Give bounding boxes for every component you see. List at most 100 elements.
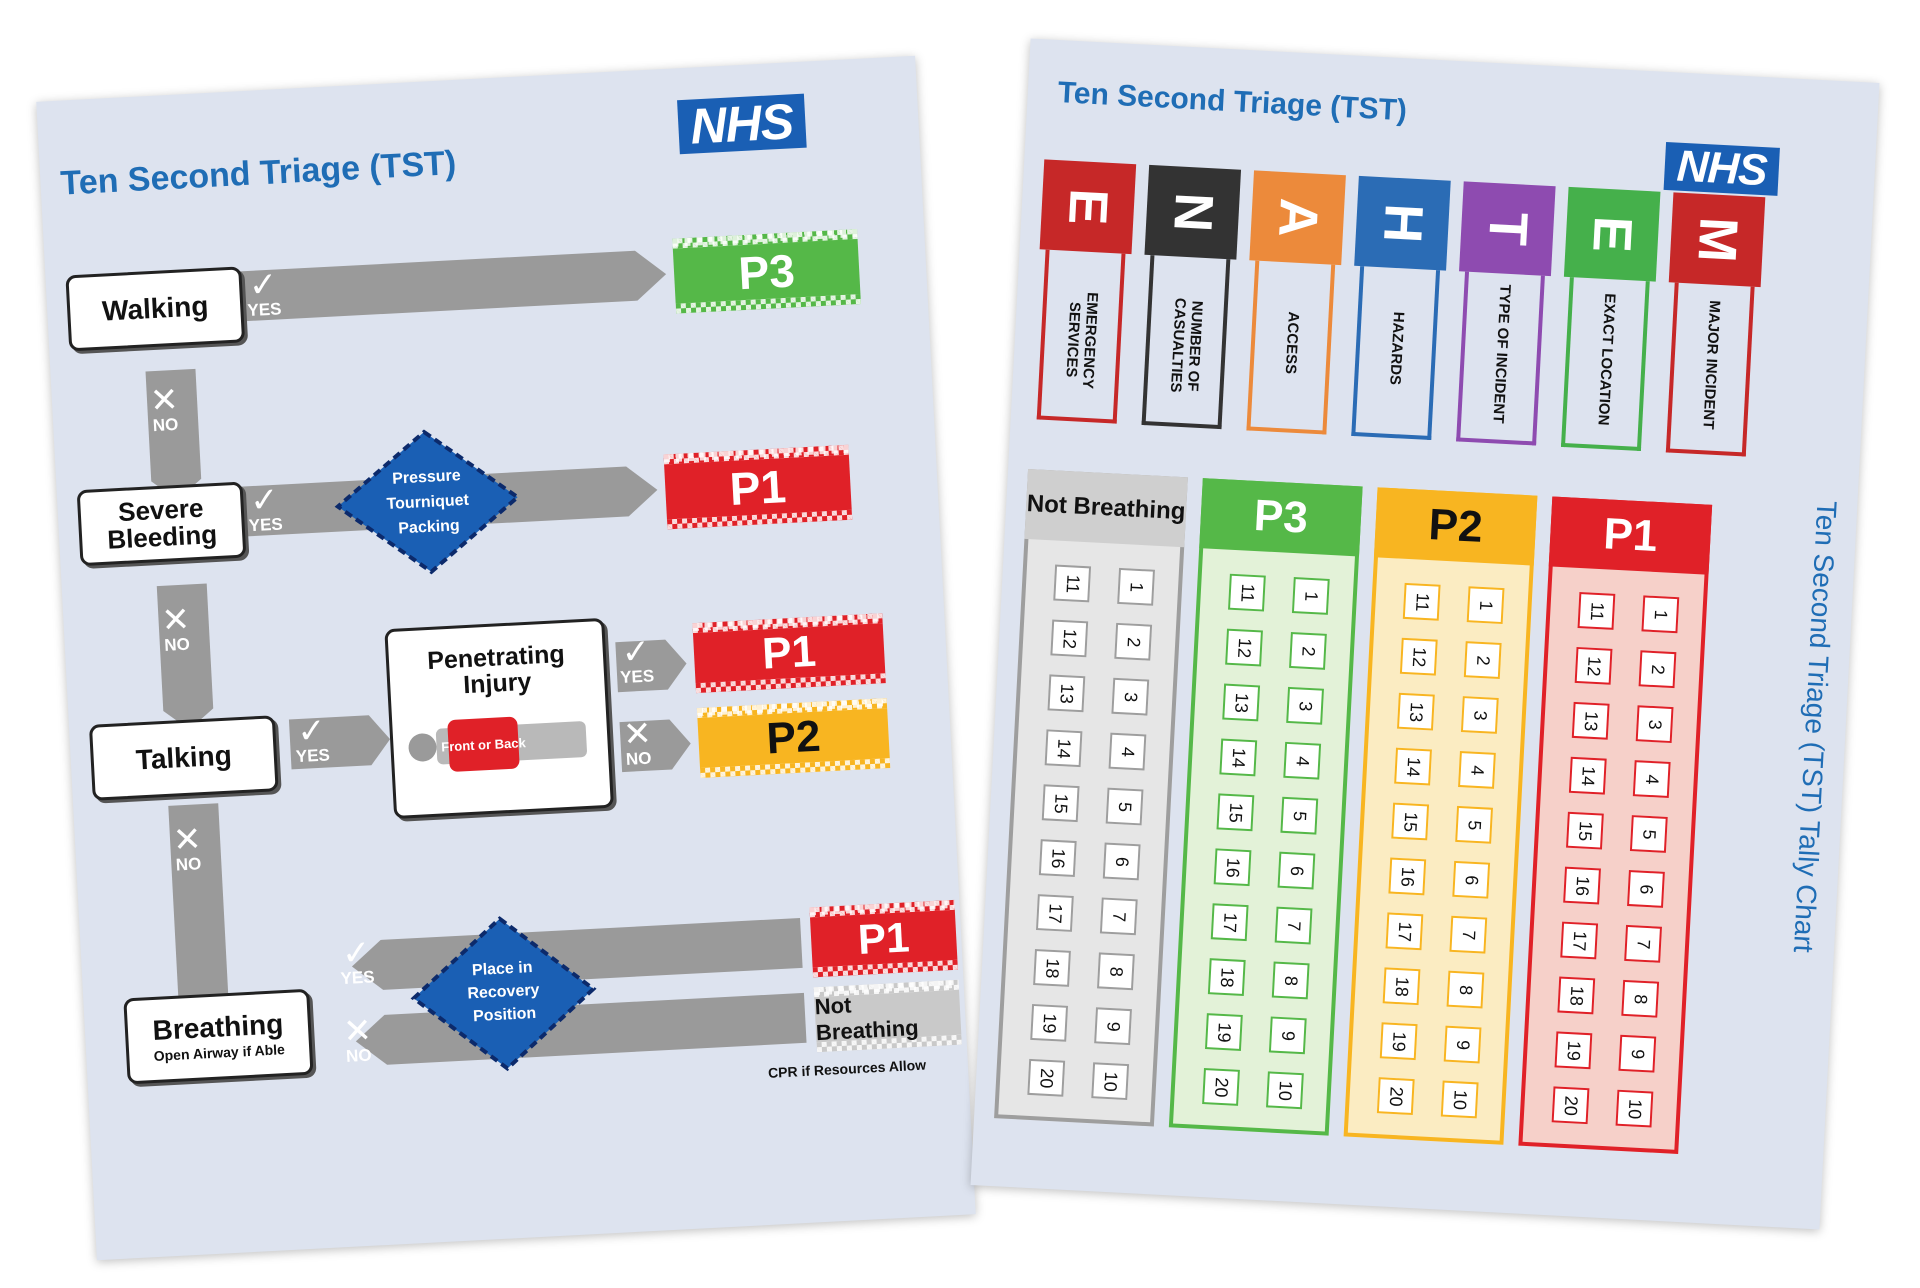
tally-box[interactable]: 6 <box>1277 851 1316 890</box>
tally-box[interactable]: 20 <box>1376 1077 1415 1116</box>
tally-box[interactable]: 10 <box>1091 1062 1130 1101</box>
tally-box[interactable]: 1 <box>1117 567 1155 606</box>
tally-number: 14 <box>1403 756 1425 778</box>
tally-box[interactable]: 19 <box>1030 1003 1069 1042</box>
tally-number: 17 <box>1219 911 1241 933</box>
tally-box[interactable]: 11 <box>1228 573 1266 612</box>
tally-number: 4 <box>1117 746 1139 758</box>
tally-box[interactable]: 8 <box>1097 952 1135 991</box>
tally-box[interactable]: 5 <box>1105 787 1144 826</box>
tally-box[interactable]: 9 <box>1443 1025 1482 1064</box>
tally-box[interactable]: 12 <box>1574 646 1613 685</box>
tally-number: 10 <box>1449 1088 1471 1111</box>
tally-box[interactable]: 8 <box>1271 961 1310 1000</box>
tally-box[interactable]: 20 <box>1027 1058 1066 1097</box>
walking-yes: ✓YES <box>246 265 282 321</box>
tally-box[interactable]: 18 <box>1557 976 1596 1015</box>
tally-box[interactable]: 20 <box>1551 1086 1590 1125</box>
tally-box[interactable]: 16 <box>1213 848 1252 887</box>
tally-box[interactable]: 2 <box>1289 631 1327 670</box>
tally-box[interactable]: 10 <box>1615 1089 1654 1128</box>
tally-box[interactable]: 16 <box>1563 866 1601 905</box>
tally-box[interactable]: 11 <box>1053 564 1092 603</box>
tally-box[interactable]: 12 <box>1225 628 1263 667</box>
tally-box[interactable]: 20 <box>1202 1068 1240 1106</box>
tally-box[interactable]: 13 <box>1047 674 1086 713</box>
tally-box[interactable]: 1 <box>1466 586 1505 625</box>
tally-box[interactable]: 16 <box>1388 857 1427 896</box>
tally-box[interactable]: 17 <box>1560 921 1599 960</box>
tally-box[interactable]: 2 <box>1114 622 1153 661</box>
tally-box[interactable]: 12 <box>1050 619 1089 658</box>
tally-box[interactable]: 19 <box>1204 1013 1243 1051</box>
tally-box[interactable]: 3 <box>1460 696 1499 734</box>
tally-box[interactable]: 14 <box>1219 738 1258 777</box>
tally-box[interactable]: 15 <box>1041 784 1080 823</box>
tally-box[interactable]: 10 <box>1266 1071 1304 1110</box>
walking-box: Walking <box>65 266 246 352</box>
tally-box[interactable]: 6 <box>1627 869 1665 908</box>
tally-box[interactable]: 18 <box>1033 949 1071 987</box>
tally-box[interactable]: 6 <box>1452 860 1491 899</box>
tally-box[interactable]: 9 <box>1618 1034 1657 1073</box>
tally-box[interactable]: 11 <box>1402 582 1441 621</box>
tally-box[interactable]: 15 <box>1216 793 1255 832</box>
tally-box[interactable]: 12 <box>1399 637 1438 676</box>
tally-box[interactable]: 18 <box>1382 967 1421 1006</box>
tally-box[interactable]: 7 <box>1099 897 1138 936</box>
tally-box[interactable]: 8 <box>1621 979 1660 1018</box>
tally-number: 15 <box>1050 792 1072 814</box>
tally-box[interactable]: 6 <box>1102 842 1141 881</box>
tally-box[interactable]: 19 <box>1554 1031 1593 1070</box>
tally-box[interactable]: 5 <box>1280 796 1319 835</box>
tally-box[interactable]: 14 <box>1568 756 1607 795</box>
tally-box[interactable]: 16 <box>1038 839 1077 878</box>
tally-box[interactable]: 5 <box>1455 805 1493 844</box>
tally-box[interactable]: 2 <box>1463 641 1502 679</box>
tally-box[interactable]: 5 <box>1629 815 1668 853</box>
tally-box[interactable]: 13 <box>1397 692 1435 731</box>
tally-column-header: P1 <box>1548 496 1713 575</box>
tally-box[interactable]: 15 <box>1566 811 1604 850</box>
tally-box[interactable]: 11 <box>1577 592 1616 630</box>
tally-box[interactable]: 8 <box>1446 970 1485 1009</box>
tally-box[interactable]: 1 <box>1641 595 1680 634</box>
tally-number: 18 <box>1042 957 1064 979</box>
tally-box[interactable]: 15 <box>1391 802 1430 841</box>
tally-box[interactable]: 14 <box>1394 747 1432 786</box>
tally-box[interactable]: 18 <box>1207 958 1246 997</box>
tally-box[interactable]: 17 <box>1385 912 1424 951</box>
tally-column-header: P2 <box>1373 487 1538 566</box>
tally-number: 1 <box>1126 581 1147 593</box>
tally-box[interactable]: 2 <box>1638 650 1677 689</box>
tally-box[interactable]: 14 <box>1044 729 1083 768</box>
tally-number: 4 <box>1467 764 1488 776</box>
tally-box[interactable]: 7 <box>1449 915 1488 954</box>
tally-box[interactable]: 4 <box>1108 732 1147 771</box>
tally-box[interactable]: 19 <box>1379 1022 1418 1061</box>
tally-box[interactable]: 4 <box>1458 750 1496 789</box>
tally-box[interactable]: 3 <box>1286 686 1324 725</box>
tally-box[interactable]: 17 <box>1210 903 1249 942</box>
tally-box[interactable]: 13 <box>1222 683 1261 722</box>
tally-box[interactable]: 9 <box>1268 1016 1307 1055</box>
flowchart-card: Ten Second Triage (TST) NHS Pressure Tou… <box>36 55 976 1261</box>
tally-box[interactable]: 9 <box>1094 1007 1132 1046</box>
tally-number: 10 <box>1624 1098 1646 1120</box>
tally-box[interactable]: 3 <box>1635 705 1674 744</box>
tally-box[interactable]: 4 <box>1283 741 1322 780</box>
tally-box[interactable]: 1 <box>1291 577 1330 615</box>
tally-number: 8 <box>1106 965 1127 977</box>
tally-box[interactable]: 10 <box>1440 1080 1479 1119</box>
tally-box[interactable]: 3 <box>1111 677 1150 716</box>
tally-box[interactable]: 7 <box>1624 924 1663 963</box>
tally-number: 9 <box>1627 1048 1649 1060</box>
tally-box[interactable]: 4 <box>1632 760 1671 798</box>
methane-letter: M <box>1685 215 1749 264</box>
recovery-line-1: Place in <box>472 959 533 979</box>
tally-box[interactable]: 17 <box>1035 894 1074 932</box>
tally-box[interactable]: 7 <box>1274 906 1313 945</box>
tally-box[interactable]: 13 <box>1571 701 1610 740</box>
